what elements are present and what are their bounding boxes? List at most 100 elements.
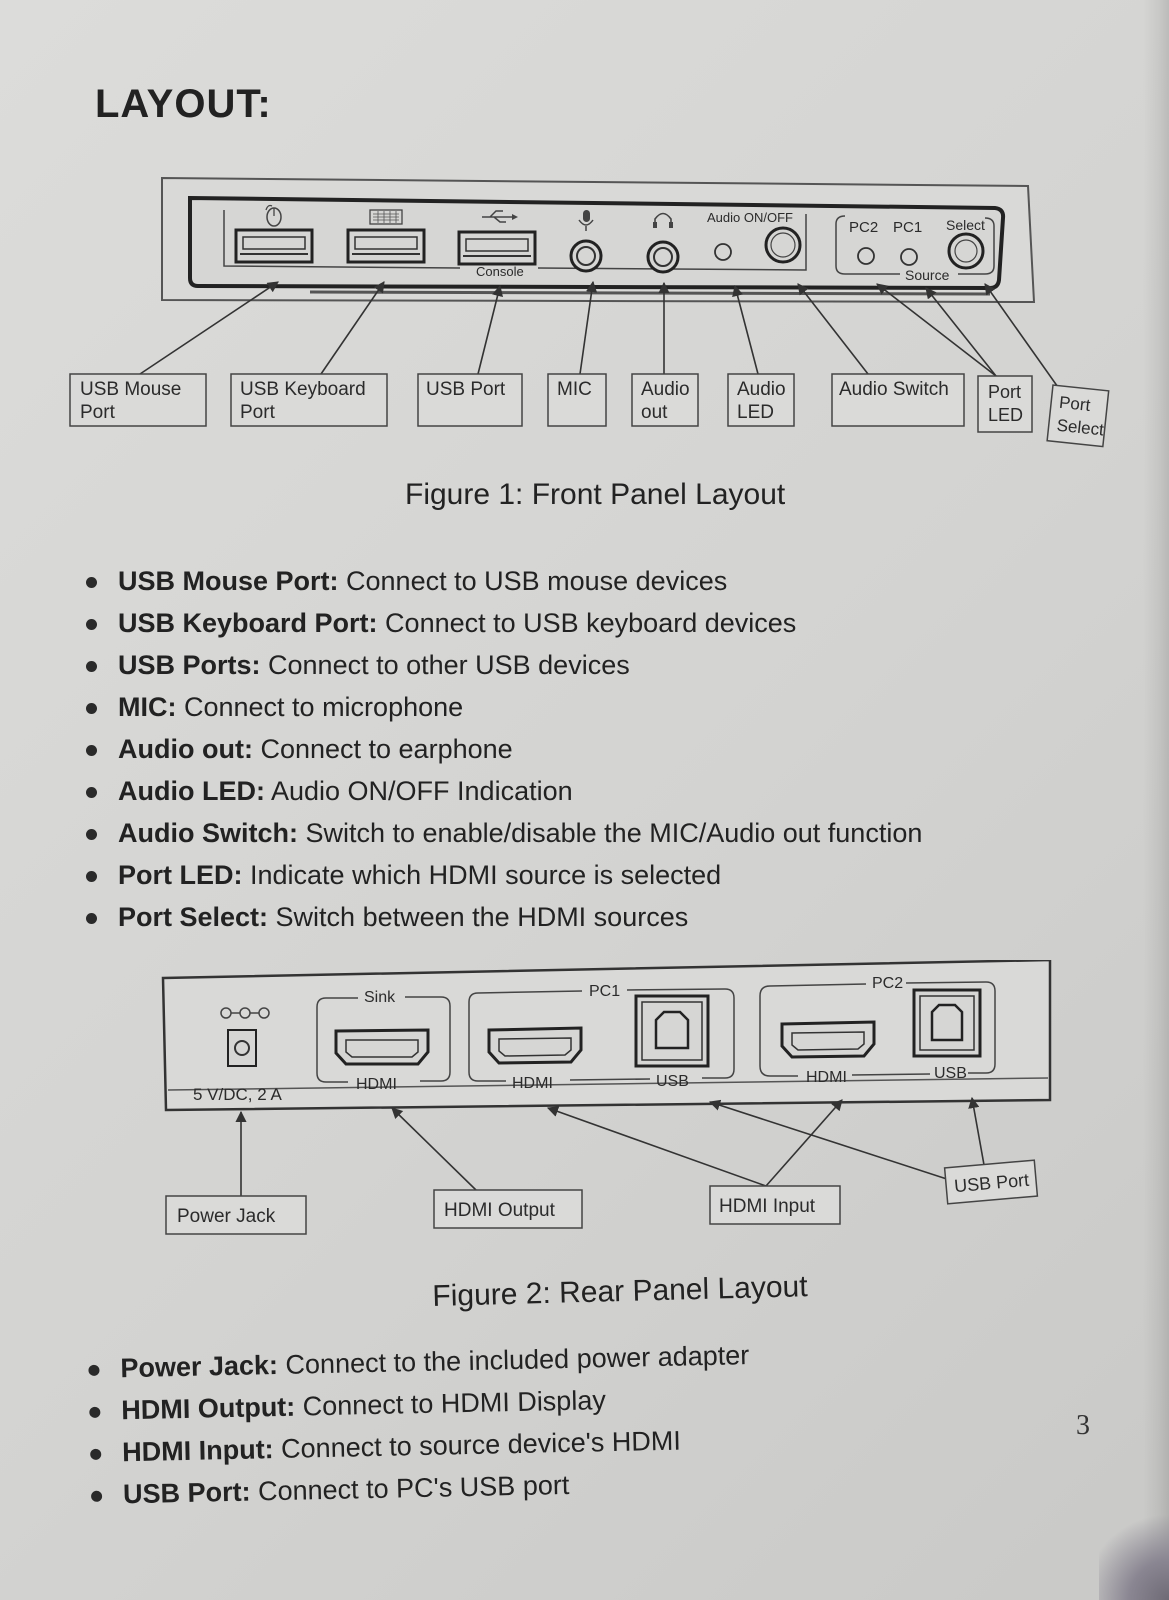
bullet-dot <box>89 1406 101 1418</box>
usb-label: USB <box>934 1065 967 1082</box>
rear-panel-diagram: 5 V/DC, 2 A Sink HDMI PC1 HDMI USB PC2 H… <box>161 960 1052 1235</box>
feature-term: Audio out: <box>118 734 253 764</box>
callout-text: HDMI Output <box>444 1200 556 1221</box>
hdmi-label: HDMI <box>356 1076 397 1093</box>
usb-keyboard-port <box>346 228 426 264</box>
power-rating-label: 5 V/DC, 2 A <box>193 1085 282 1104</box>
front-leader-lines <box>139 280 1061 391</box>
callout-power-jack: Power Jack <box>165 1195 307 1235</box>
front-feature-list: USB Mouse Port: Connect to USB mouse dev… <box>84 560 922 938</box>
headphone-icon <box>653 212 673 228</box>
pc2-led <box>857 247 875 265</box>
list-item: Audio out: Connect to earphone <box>84 728 922 770</box>
mic-jack <box>569 239 603 273</box>
bullet-dot <box>86 745 97 756</box>
audio-led <box>714 243 732 261</box>
feature-term: MIC: <box>118 692 177 722</box>
feature-term: HDMI Input: <box>121 1434 274 1468</box>
hdmi-input-port-pc2 <box>780 1020 876 1059</box>
callout-text: USB Port <box>426 379 506 400</box>
feature-description: Connect to PC's USB port <box>250 1469 570 1507</box>
feature-description: Connect to USB mouse devices <box>338 566 728 596</box>
bullet-dot <box>86 871 97 882</box>
list-item: Port Select: Switch between the HDMI sou… <box>84 896 922 938</box>
feature-term: Port Select: <box>118 902 269 932</box>
sink-label: Sink <box>364 989 396 1006</box>
callout-text: LED <box>988 405 1023 425</box>
list-item: Audio Switch: Switch to enable/disable t… <box>84 812 922 854</box>
callout-audio-led: Audio LED <box>727 373 795 427</box>
bullet-dot <box>86 661 97 672</box>
mouse-icon <box>265 204 282 227</box>
pc2-group-label: PC2 <box>872 975 903 992</box>
feature-description: Connect to microphone <box>176 692 464 722</box>
audio-out-jack <box>646 240 680 274</box>
rear-leader-lines <box>235 1096 987 1196</box>
source-label: Source <box>905 267 950 283</box>
pc2-label: PC2 <box>849 219 878 236</box>
callout-text: Audio Switch <box>839 379 949 400</box>
callout-text: HDMI Input <box>719 1196 816 1217</box>
callout-text: USB Mouse <box>80 379 181 400</box>
dc-polarity-icon <box>220 1007 270 1019</box>
bullet-dot <box>86 619 97 630</box>
feature-description: Connect to earphone <box>252 734 513 764</box>
usb-mouse-port <box>234 228 314 264</box>
callout-usb-keyboard-port: USB Keyboard Port <box>230 373 388 427</box>
pc1-label: PC1 <box>893 219 922 236</box>
callout-hdmi-output: HDMI Output <box>433 1189 583 1229</box>
callout-port-led: Port LED <box>977 375 1033 433</box>
front-panel-diagram: Console <box>69 176 1110 448</box>
list-item: Audio LED: Audio ON/OFF Indication <box>84 770 922 812</box>
usb-b-port-pc2 <box>912 988 982 1058</box>
bullet-dot <box>86 703 97 714</box>
feature-description: Connect to the included power adapter <box>277 1340 750 1380</box>
feature-term: Audio LED: <box>118 776 265 806</box>
select-label: Select <box>946 217 985 233</box>
keyboard-icon <box>369 209 403 225</box>
list-item: MIC: Connect to microphone <box>84 686 922 728</box>
usb-port <box>457 230 537 266</box>
usb-label: USB <box>656 1073 689 1090</box>
callout-text: Select <box>1056 416 1105 440</box>
feature-term: USB Port: <box>122 1476 251 1510</box>
pc1-group-label: PC1 <box>589 983 620 1000</box>
feature-term: USB Mouse Port: <box>118 566 339 596</box>
feature-description: Audio ON/OFF Indication <box>264 776 573 806</box>
feature-description: Connect to USB keyboard devices <box>377 608 797 638</box>
callout-text: LED <box>737 402 774 423</box>
callout-text: Port <box>80 402 116 423</box>
bullet-dot <box>86 577 97 588</box>
list-item: USB Ports: Connect to other USB devices <box>84 644 922 686</box>
hdmi-output-port <box>334 1028 430 1066</box>
callout-text: MIC <box>557 379 592 400</box>
page-number: 3 <box>1076 1410 1090 1441</box>
callout-port-select: Port Select <box>1046 384 1110 448</box>
pc1-led <box>900 248 918 266</box>
audio-switch-button <box>764 226 802 264</box>
callout-usb-mouse-port: USB Mouse Port <box>69 373 207 427</box>
hdmi-input-port-pc1 <box>487 1026 583 1065</box>
callout-hdmi-input: HDMI Input <box>709 1185 841 1225</box>
audio-on-off-label: Audio ON/OFF <box>707 210 793 225</box>
bullet-dot <box>86 787 97 798</box>
console-label: Console <box>476 264 524 279</box>
rear-feature-list: Power Jack: Connect to the included powe… <box>86 1334 752 1516</box>
feature-description: Switch to enable/disable the MIC/Audio o… <box>297 818 923 848</box>
feature-term: Port LED: <box>118 860 243 890</box>
usb-icon <box>482 210 518 223</box>
feature-term: HDMI Output: <box>120 1391 296 1426</box>
feature-term: Audio Switch: <box>118 818 298 848</box>
feature-term: USB Ports: <box>118 650 261 680</box>
figure-2-caption: Figure 2: Rear Panel Layout <box>432 1270 808 1313</box>
feature-description: Connect to source device's HDMI <box>273 1425 682 1465</box>
callout-usb-port: USB Port <box>943 1159 1039 1205</box>
bullet-dot <box>90 1490 103 1502</box>
callout-text: Power Jack <box>177 1206 276 1227</box>
callout-text: out <box>641 402 668 423</box>
list-item: Port LED: Indicate which HDMI source is … <box>84 854 922 896</box>
list-item: USB Keyboard Port: Connect to USB keyboa… <box>84 602 922 644</box>
callout-usb-port: USB Port <box>417 373 523 427</box>
callout-text: Port <box>1058 393 1091 415</box>
corner-shadow <box>1099 1510 1169 1600</box>
